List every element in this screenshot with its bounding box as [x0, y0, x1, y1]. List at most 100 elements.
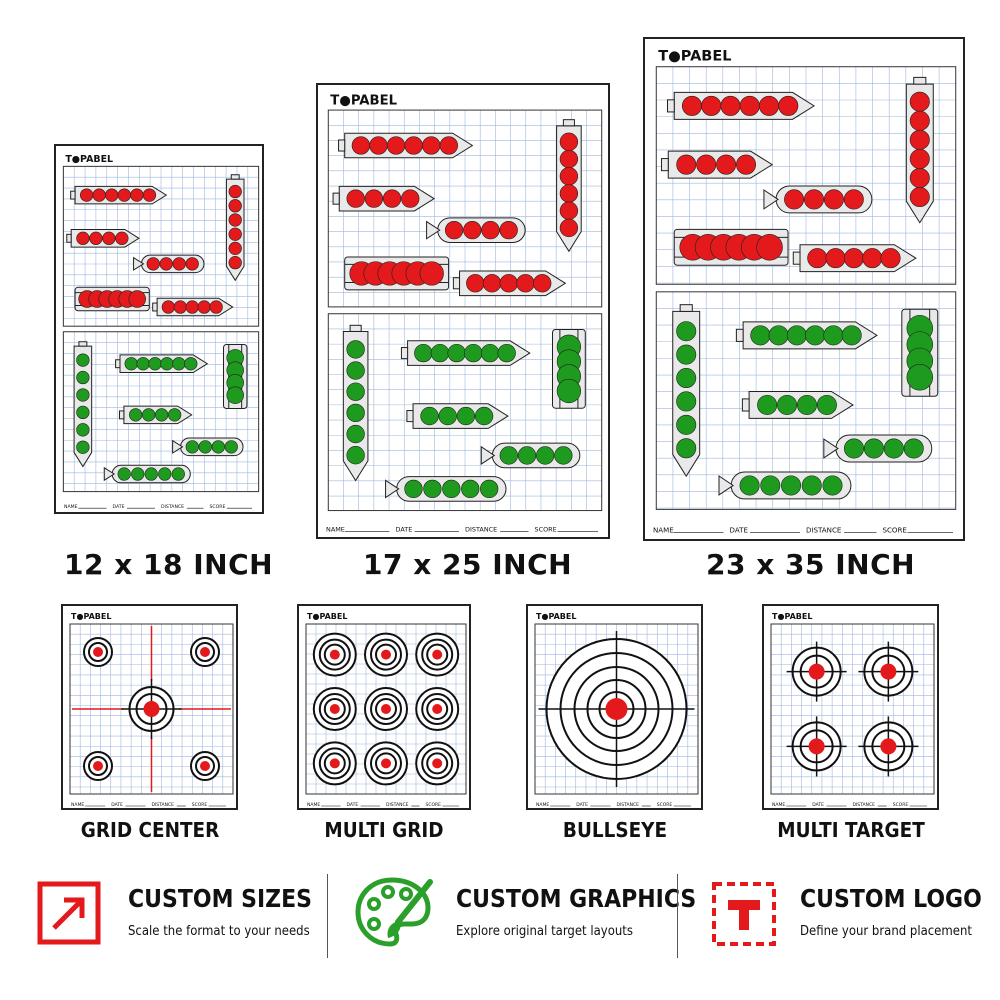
footer-field-score: SCORE [192, 802, 208, 808]
resize-arrow-icon [37, 881, 101, 945]
ship-dot [117, 467, 131, 481]
size-label-12x18: 12 x 18 INCH [64, 548, 274, 581]
ship-dot [76, 370, 90, 385]
ship-target [73, 341, 93, 468]
ship-dot [461, 479, 480, 499]
ship-dot [76, 231, 90, 245]
target-reticle [83, 751, 113, 781]
ship-dot [909, 129, 930, 150]
ship-dot [736, 154, 757, 175]
ship-target [66, 228, 140, 248]
ship-dot [171, 467, 185, 481]
ship-dot [768, 325, 789, 346]
ship-target [718, 471, 852, 500]
ship-dot [131, 467, 145, 481]
target-dot [200, 761, 210, 771]
ship-dot [159, 257, 173, 271]
ship-target [661, 150, 774, 179]
variant-label-multi-grid: MULTI GRID [324, 818, 444, 842]
ship-dot [142, 188, 157, 202]
ship-target [74, 286, 150, 312]
ship-dot [364, 189, 384, 208]
ship-target [480, 442, 581, 469]
ship-dot [211, 440, 225, 454]
ship-dot [909, 167, 930, 188]
brand-logo-text: T●PABEL [330, 94, 397, 109]
ship-dot [796, 394, 817, 415]
feature-custom-logo: CUSTOM LOGO Define your brand placement [710, 878, 982, 950]
ship-dot [228, 184, 242, 199]
ship-dot [756, 234, 783, 261]
ship-dot [474, 406, 494, 426]
ship-dot [155, 408, 169, 422]
ship-dot [228, 199, 242, 213]
ship-target [823, 434, 933, 463]
grid-panel-border [305, 623, 467, 795]
size-label-17x25: 17 x 25 INCH [363, 548, 573, 581]
ship-dot [906, 364, 934, 391]
ship-dot [172, 357, 186, 371]
footer-field-score: SCORE [657, 802, 673, 808]
ship-target [103, 464, 191, 484]
target-dot [808, 738, 825, 755]
size-label-23x35: 23 x 35 INCH [706, 548, 916, 581]
target-reticle [858, 716, 919, 777]
ship-dot [480, 479, 499, 499]
footer-field-date: DATE [576, 802, 588, 808]
ship-dot [559, 132, 579, 151]
ship-dot [185, 257, 199, 271]
footer-field-date: DATE [812, 802, 824, 808]
grid-panel-border [655, 66, 957, 285]
ship-dot [533, 274, 552, 293]
ship-target [901, 308, 939, 397]
ship-target [118, 405, 193, 425]
feature-subtitle: Explore original target layouts [456, 924, 633, 939]
ship-dot [414, 343, 433, 363]
ship-dot [382, 189, 402, 208]
target-dot [93, 761, 103, 771]
ship-target [344, 256, 450, 291]
footer-field-distance: DISTANCE [465, 525, 497, 533]
ship-dot [784, 189, 805, 210]
ship-target [452, 270, 567, 297]
brand-logo-text: T●PABEL [65, 154, 113, 165]
ship-target [673, 228, 789, 266]
ship-dot [823, 189, 844, 210]
grid-panel-border [655, 291, 957, 510]
ship-dot [161, 300, 175, 314]
footer-field-distance: DISTANCE [152, 802, 175, 808]
ship-dot [346, 382, 365, 401]
ship-dot [369, 136, 388, 155]
target-reticle [190, 751, 220, 781]
ship-dot [228, 241, 242, 256]
ship-dot [676, 344, 697, 365]
target-dot [432, 758, 443, 769]
target-dot [329, 758, 340, 769]
target-dot [329, 649, 340, 660]
ship-dot [464, 343, 483, 363]
ship-dot [228, 227, 242, 241]
target-dot [432, 649, 443, 660]
ship-dot [430, 343, 450, 363]
footer-field-name: NAME [772, 802, 785, 808]
ship-dot [130, 188, 144, 202]
brand-logo-text: T●PABEL [658, 49, 731, 65]
logo-placement-icon [712, 882, 776, 946]
ship-dot [76, 405, 90, 420]
ship-dot [76, 423, 90, 437]
ship-target [672, 304, 701, 478]
footer-field-score: SCORE [893, 802, 909, 808]
ship-dot [843, 189, 864, 210]
ship-dot [676, 368, 697, 389]
ship-dot [76, 440, 90, 454]
ship-dot [739, 95, 760, 116]
ship-dot [76, 353, 90, 367]
ship-dot [909, 91, 930, 112]
ship-dot [676, 154, 697, 175]
ship-dot [825, 248, 846, 269]
ship-target [70, 185, 168, 205]
